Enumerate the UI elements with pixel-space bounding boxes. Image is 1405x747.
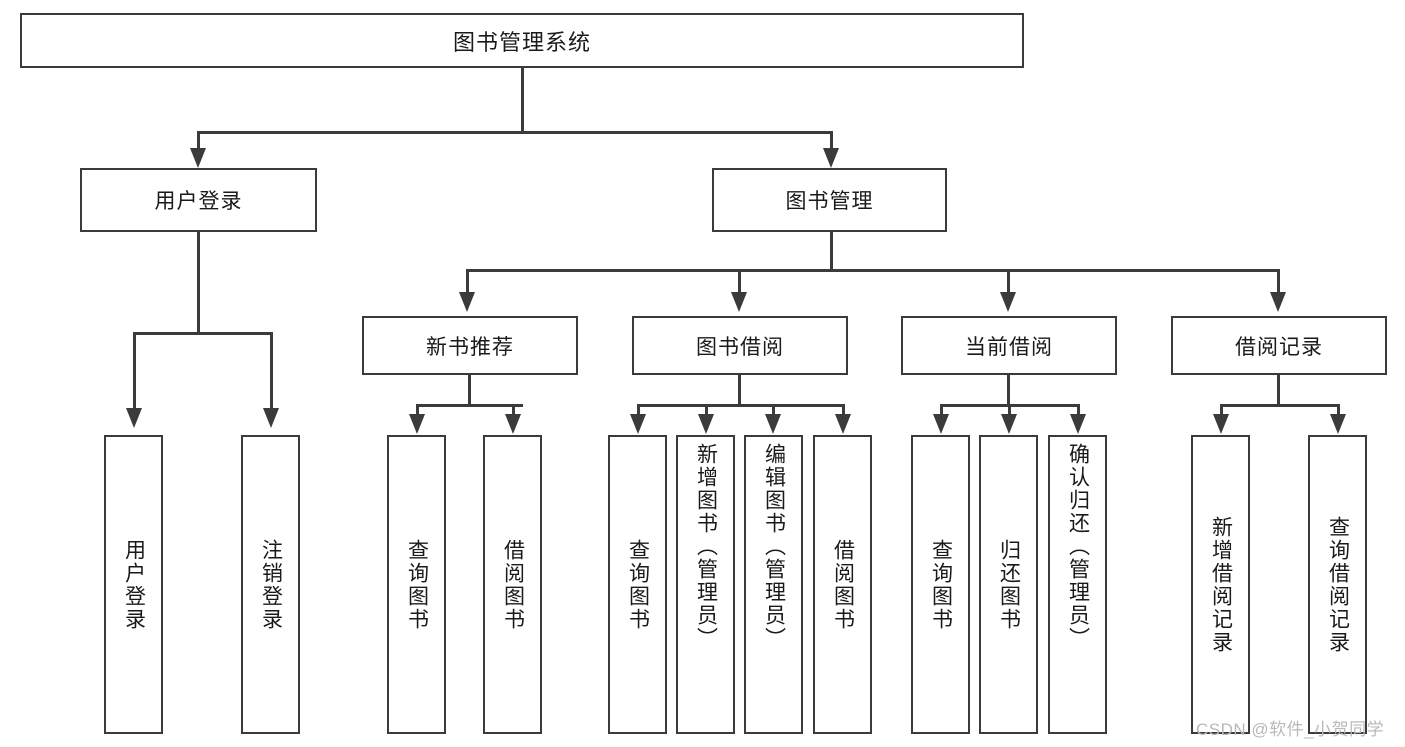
watermark-csdn: CSDN @软件_小贺同学 <box>1196 720 1385 739</box>
leaf-book-borrow-query[interactable]: 查询图书 <box>608 435 667 734</box>
node-new-book-recommend[interactable]: 新书推荐 <box>362 316 578 375</box>
arrow-book-borrow-leaf-3 <box>835 414 851 434</box>
leaf-query-borrow-record[interactable]: 查询借阅记录 <box>1308 435 1367 734</box>
leaf-current-borrow-query[interactable]: 查询图书 <box>911 435 970 734</box>
connector-current-borrow-stem <box>1007 375 1010 407</box>
leaf-new-book-query[interactable]: 查询图书 <box>387 435 446 734</box>
connector-user-login-leaf-1 <box>270 332 273 415</box>
connector-new-book-stem <box>468 375 471 407</box>
arrow-new-book-leaf-1 <box>505 414 521 434</box>
arrow-borrow-record-leaf-1 <box>1330 414 1346 434</box>
arrow-user-login-leaf-1 <box>263 408 279 428</box>
connector-root-stem <box>521 68 524 133</box>
connector-book-manage-to-current-borrow <box>1007 269 1010 297</box>
node-book-management[interactable]: 图书管理 <box>712 168 947 232</box>
arrow-user-login-leaf-0 <box>126 408 142 428</box>
arrow-book-borrow-leaf-0 <box>630 414 646 434</box>
leaf-add-borrow-record[interactable]: 新增借阅记录 <box>1191 435 1250 734</box>
leaf-book-borrow-action[interactable]: 借阅图书 <box>813 435 872 734</box>
connector-book-borrow-bar <box>637 404 845 407</box>
leaf-book-edit-admin[interactable]: 编辑图书（管理员） <box>744 435 803 734</box>
leaf-return-book[interactable]: 归还图书 <box>979 435 1038 734</box>
connector-user-login-leaf-0 <box>133 332 136 415</box>
arrow-new-book-leaf-0 <box>409 414 425 434</box>
connector-book-manage-bar <box>466 269 1280 272</box>
node-book-borrow[interactable]: 图书借阅 <box>632 316 848 375</box>
connector-root-to-user-login <box>197 131 200 156</box>
arrow-to-book-borrow <box>731 292 747 312</box>
leaf-confirm-return-admin[interactable]: 确认归还（管理员） <box>1048 435 1107 734</box>
node-borrow-record[interactable]: 借阅记录 <box>1171 316 1387 375</box>
arrow-to-current-borrow <box>1000 292 1016 312</box>
node-root-system[interactable]: 图书管理系统 <box>20 13 1024 68</box>
connector-root-to-book-manage <box>830 131 833 156</box>
node-user-login[interactable]: 用户登录 <box>80 168 317 232</box>
leaf-book-add-admin[interactable]: 新增图书（管理员） <box>676 435 735 734</box>
arrow-book-borrow-leaf-2 <box>765 414 781 434</box>
node-current-borrow[interactable]: 当前借阅 <box>901 316 1117 375</box>
connector-borrow-record-stem <box>1277 375 1280 407</box>
connector-user-login-bar <box>133 332 270 335</box>
connector-book-borrow-stem <box>738 375 741 407</box>
arrow-to-user-login <box>190 148 206 168</box>
leaf-logout[interactable]: 注销登录 <box>241 435 300 734</box>
connector-book-manage-to-book-borrow <box>738 269 741 297</box>
arrow-to-borrow-record <box>1270 292 1286 312</box>
connector-new-book-bar <box>416 404 523 407</box>
arrow-to-book-manage <box>823 148 839 168</box>
leaf-new-book-borrow[interactable]: 借阅图书 <box>483 435 542 734</box>
connector-book-manage-to-new-book <box>466 269 469 297</box>
connector-root-bar <box>197 131 833 134</box>
arrow-current-borrow-leaf-0 <box>933 414 949 434</box>
arrow-to-new-book <box>459 292 475 312</box>
arrow-book-borrow-leaf-1 <box>698 414 714 434</box>
connector-user-login-stem <box>197 232 200 334</box>
connector-book-manage-to-borrow-record <box>1277 269 1280 297</box>
connector-borrow-record-bar <box>1220 404 1340 407</box>
arrow-borrow-record-leaf-0 <box>1213 414 1229 434</box>
leaf-user-login[interactable]: 用户登录 <box>104 435 163 734</box>
arrow-current-borrow-leaf-2 <box>1070 414 1086 434</box>
connector-book-manage-stem <box>830 232 833 272</box>
arrow-current-borrow-leaf-1 <box>1001 414 1017 434</box>
